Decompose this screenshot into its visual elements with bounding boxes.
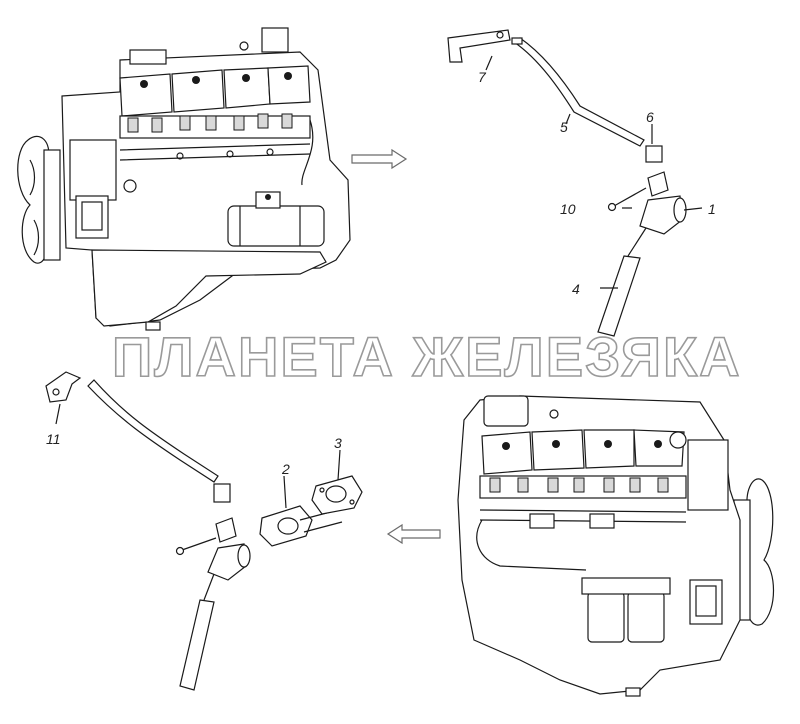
bracket-part-11 <box>45 371 82 403</box>
flange-part-2 <box>259 505 343 547</box>
valve-covers-left <box>119 65 311 117</box>
callout-2: 2 <box>281 461 290 477</box>
engine-view-left <box>17 27 351 331</box>
bracket-part-7 <box>447 29 511 63</box>
starter-motor <box>227 191 325 247</box>
tube-part-5 <box>511 37 645 147</box>
watermark-text: ПЛАНЕТА ЖЕЛЕЗЯКА <box>112 325 742 388</box>
callout-5: 5 <box>560 119 568 135</box>
clamp-part-6 <box>645 145 663 163</box>
elbow-part-1 <box>639 195 687 235</box>
fuel-filters <box>581 577 671 643</box>
callout-1: 1 <box>708 201 716 217</box>
callout-6: 6 <box>646 109 654 125</box>
tube-part-4 <box>597 227 647 337</box>
injector-row-left <box>119 113 311 161</box>
callout-11: 11 <box>46 431 61 447</box>
direction-arrow-left <box>386 523 441 545</box>
callout-10: 10 <box>560 201 576 217</box>
valve-covers-right <box>481 429 685 475</box>
gasket-part-3 <box>311 475 363 515</box>
exploded-parts-top <box>447 29 703 337</box>
fan <box>17 135 61 264</box>
callout-3: 3 <box>334 435 342 451</box>
direction-arrow-right <box>351 148 408 170</box>
bolt-part-10 <box>607 187 647 212</box>
callout-7: 7 <box>478 69 487 85</box>
injector-row-right <box>479 475 687 529</box>
callout-4: 4 <box>572 281 580 297</box>
engine-view-right <box>457 395 774 697</box>
exploded-parts-bottom <box>45 371 363 691</box>
